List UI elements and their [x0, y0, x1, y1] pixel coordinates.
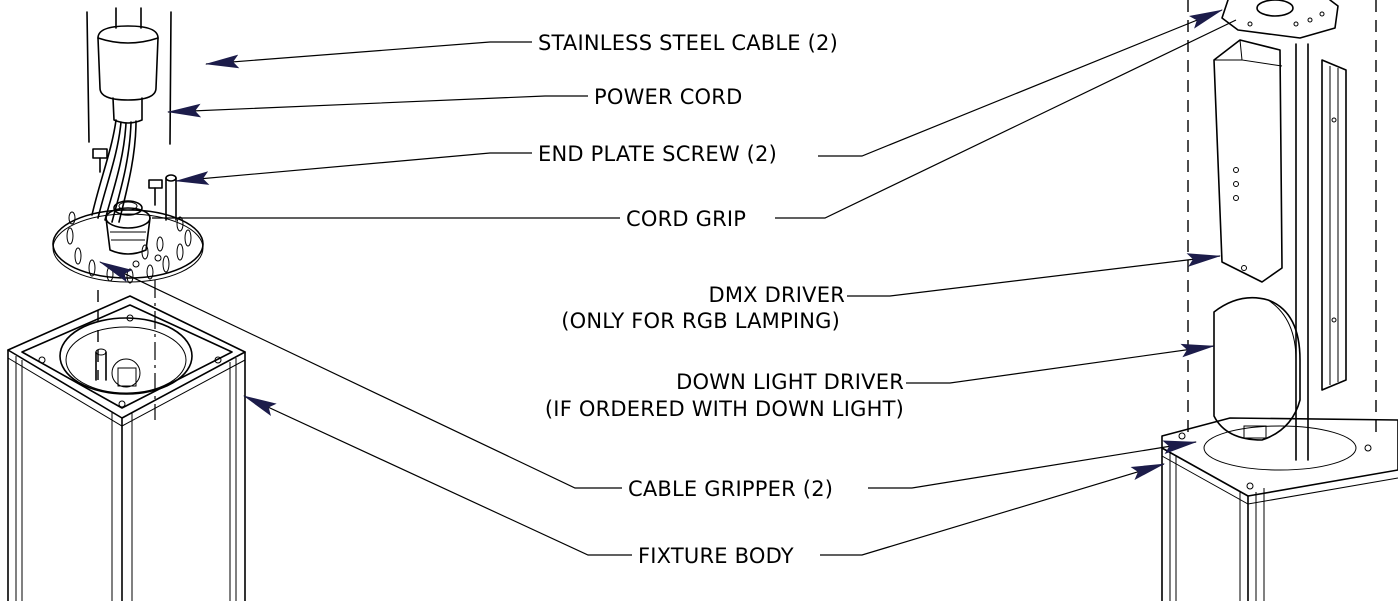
label-cable-gripper: CABLE GRIPPER (2) — [628, 477, 833, 501]
label-fixture-body: FIXTURE BODY — [638, 544, 794, 568]
right-top-plate — [1221, 0, 1339, 39]
label-down-light-driver-note: (IF ORDERED WITH DOWN LIGHT) — [545, 397, 904, 421]
label-dmx-driver-note: (ONLY FOR RGB LAMPING) — [561, 309, 840, 333]
power-cord-part — [91, 7, 159, 223]
leader-cord-grip-right — [775, 19, 1237, 219]
leader-fixture-body — [242, 395, 632, 556]
label-end-plate-screw: END PLATE SCREW (2) — [538, 142, 777, 166]
label-cord-grip: CORD GRIP — [626, 207, 746, 231]
label-down-light-driver: DOWN LIGHT DRIVER — [676, 370, 904, 394]
cord-grip-part — [105, 200, 151, 255]
leader-cable-gripper — [98, 261, 622, 489]
end-plate-screw-right — [148, 174, 177, 221]
leader-end-plate-screw — [174, 152, 532, 185]
leader-stainless-cable — [204, 41, 532, 69]
leader-power-cord — [166, 95, 588, 118]
end-plate — [52, 209, 204, 284]
leader-fixture-body-right — [820, 463, 1166, 556]
left-exploded-assembly — [7, 7, 246, 601]
leader-lines — [98, 9, 1237, 556]
label-dmx-driver: DMX DRIVER — [708, 283, 845, 307]
down-light-driver-part — [1213, 296, 1301, 441]
left-cable-line-1 — [86, 11, 90, 143]
label-stainless-steel-cable: STAINLESS STEEL CABLE (2) — [538, 31, 838, 55]
right-rails — [1295, 43, 1347, 461]
callout-labels: STAINLESS STEEL CABLE (2) POWER CORD END… — [538, 31, 904, 568]
right-assembled-view — [1161, 0, 1398, 601]
leader-dmx-driver — [847, 253, 1222, 297]
dmx-driver-part — [1213, 39, 1283, 283]
leader-end-plate-screw-right — [818, 9, 1224, 157]
left-cable-line-2 — [169, 11, 172, 145]
leader-down-light-driver — [906, 343, 1216, 384]
end-plate-screw-left — [92, 148, 108, 173]
right-fixture-body — [1161, 417, 1398, 601]
label-power-cord: POWER CORD — [594, 85, 742, 109]
leader-cable-gripper-right — [868, 440, 1198, 489]
left-fixture-body — [7, 295, 246, 601]
